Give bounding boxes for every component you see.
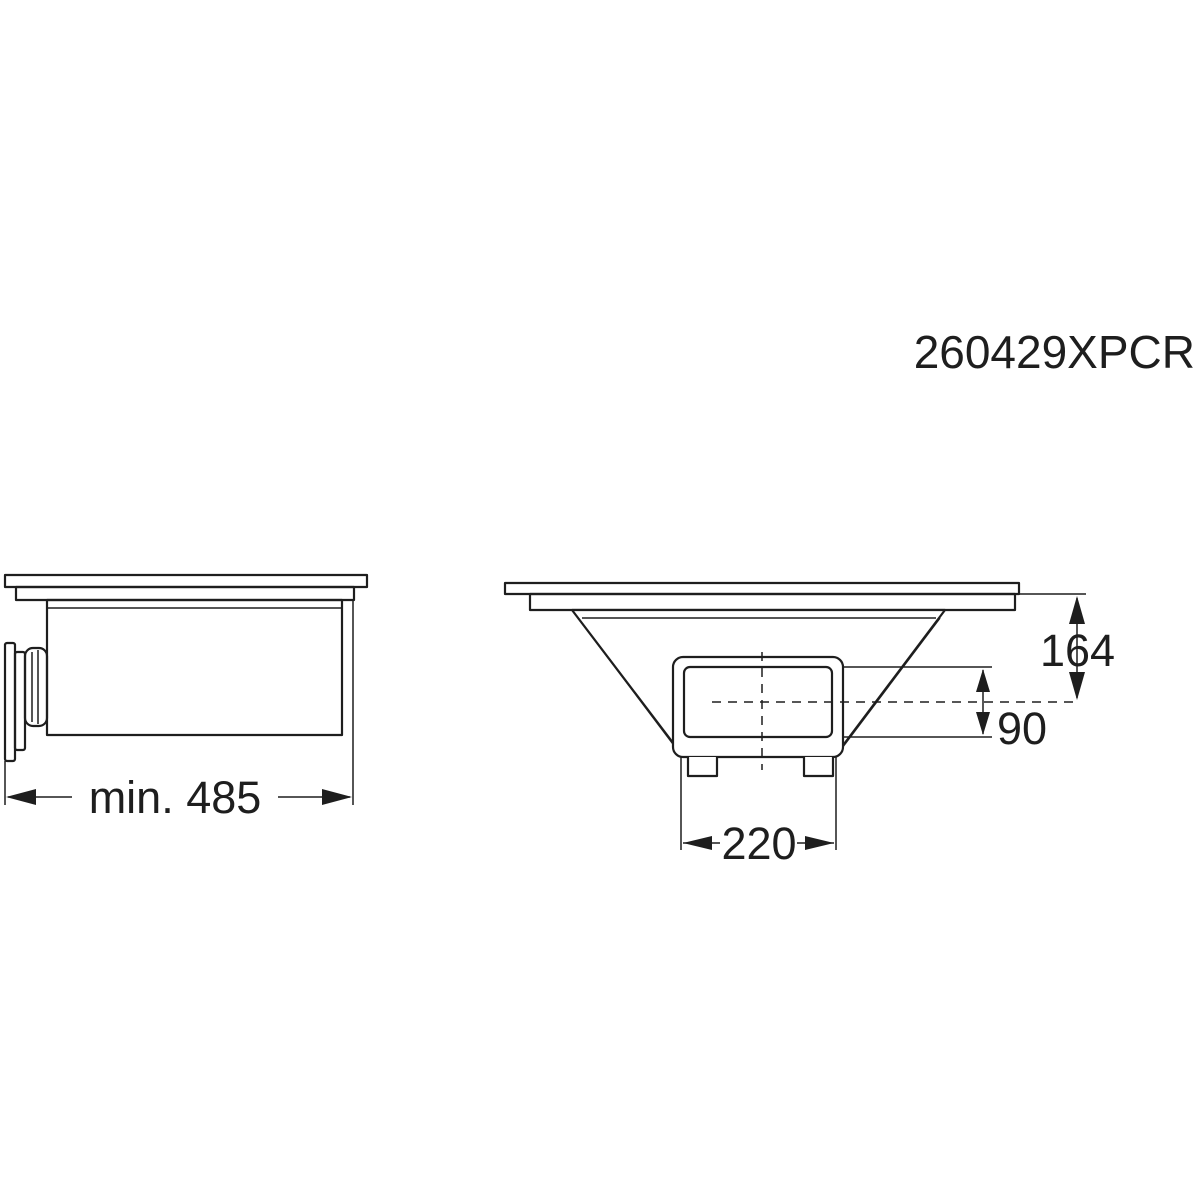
depth-dimension: min. 485: [6, 772, 352, 823]
front-hob-plate: [503, 581, 1021, 596]
side-hob-body: [45, 598, 344, 737]
duct-width-dimension: 220: [680, 757, 837, 869]
side-outlet-flange: [3, 641, 49, 763]
front-hob-frame: [528, 592, 1017, 612]
front-view: 164 90 220: [503, 581, 1115, 869]
side-view: min. 485: [3, 573, 369, 823]
height-dimension: 164: [1040, 596, 1115, 700]
duct-height-dimension: 90: [976, 669, 1047, 754]
depth-label: min. 485: [89, 772, 262, 823]
duct-width-label: 220: [721, 818, 796, 869]
front-duct-feet: [686, 757, 835, 778]
side-hob-trim: [14, 585, 356, 602]
height-label: 164: [1040, 625, 1115, 676]
drawing-code: 260429XPCR: [914, 326, 1195, 378]
side-hob-plate: [3, 573, 369, 589]
duct-height-label: 90: [997, 703, 1047, 754]
front-duct-outer: [671, 655, 845, 759]
